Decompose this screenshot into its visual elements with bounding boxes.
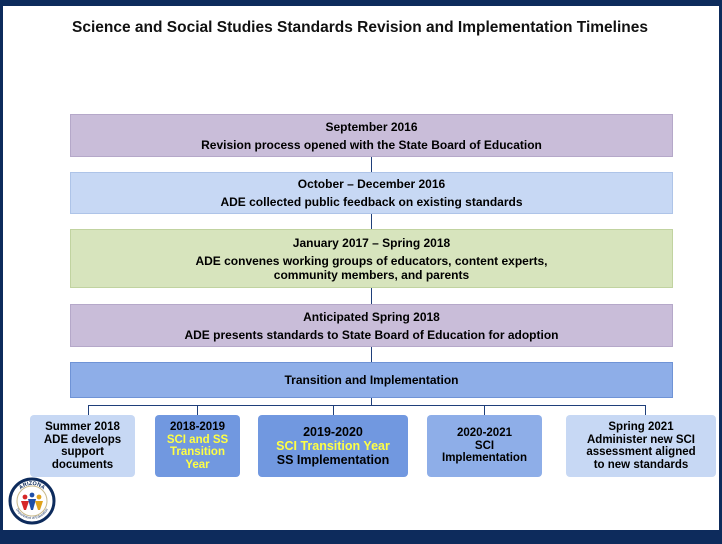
branch-drop [333, 405, 334, 415]
branch-drop [645, 405, 646, 415]
phase-line: ADE develops [43, 433, 122, 446]
phase-line: assessment aligned [586, 446, 696, 458]
step-date: January 2017 – Spring 2018 [292, 235, 451, 250]
phase-line: documents [51, 458, 114, 471]
step-transition-implementation: Transition and Implementation [70, 362, 673, 398]
connector [371, 288, 372, 304]
step-description-line2: community members, and parents [273, 267, 470, 282]
step-date: September 2016 [325, 119, 418, 134]
branch-line [88, 405, 645, 406]
step-date: Anticipated Spring 2018 [303, 309, 440, 324]
connector [371, 398, 372, 405]
phase-line: Implementation [442, 452, 527, 465]
arizona-department-of-education-logo: ARIZONA Department of Education [8, 477, 56, 525]
phase-highlight: SCI and SS [166, 433, 229, 446]
phase-line: Spring 2021 [608, 421, 674, 433]
step-2017-2018: January 2017 – Spring 2018 ADE convenes … [70, 229, 673, 288]
connector [371, 214, 372, 229]
phase-line: support [61, 446, 104, 458]
phase-line: 2020-2021 [457, 427, 512, 440]
branch-drop [197, 405, 198, 415]
phase-spring-2021: Spring 2021 Administer new SCI assessmen… [566, 415, 716, 477]
phase-2018-2019: 2018-2019 SCI and SS Transition Year [155, 415, 240, 477]
page-title: Science and Social Studies Standards Rev… [72, 19, 648, 36]
phase-extra: SS Implementation [276, 453, 390, 467]
phase-highlight: SCI Transition Year [276, 439, 390, 453]
phase-line: to new standards [593, 458, 689, 471]
phase-highlight: Transition [170, 446, 225, 458]
phase-2020-2021: 2020-2021 SCI Implementation [427, 415, 542, 477]
step-date: October – December 2016 [297, 177, 446, 191]
phase-line: SCI [474, 439, 495, 452]
connector [371, 157, 372, 172]
phase-summer-2018: Summer 2018 ADE develops support documen… [30, 415, 135, 477]
phase-year: 2019-2020 [303, 425, 363, 439]
connector [371, 347, 372, 362]
step-description-line1: ADE convenes working groups of educators… [195, 253, 548, 268]
top-bar [0, 0, 722, 6]
phase-line: Administer new SCI [587, 433, 695, 446]
phase-year: 2018-2019 [170, 421, 225, 433]
svg-text:ARIZONA: ARIZONA [18, 481, 46, 491]
step-oct-dec-2016: October – December 2016 ADE collected pu… [70, 172, 673, 214]
step-anticipated-spring-2018: Anticipated Spring 2018 ADE presents sta… [70, 304, 673, 347]
step-description: ADE presents standards to State Board of… [184, 327, 559, 342]
phase-2019-2020: 2019-2020 SCI Transition Year SS Impleme… [258, 415, 408, 477]
step-description: ADE collected public feedback on existin… [220, 195, 523, 209]
branch-drop [484, 405, 485, 415]
branch-drop [88, 405, 89, 415]
step-september-2016: September 2016 Revision process opened w… [70, 114, 673, 157]
step-label: Transition and Implementation [284, 373, 459, 387]
bottom-bar [0, 530, 722, 544]
step-description: Revision process opened with the State B… [201, 137, 542, 152]
phase-line: Summer 2018 [45, 421, 120, 433]
phase-highlight: Year [185, 458, 210, 471]
